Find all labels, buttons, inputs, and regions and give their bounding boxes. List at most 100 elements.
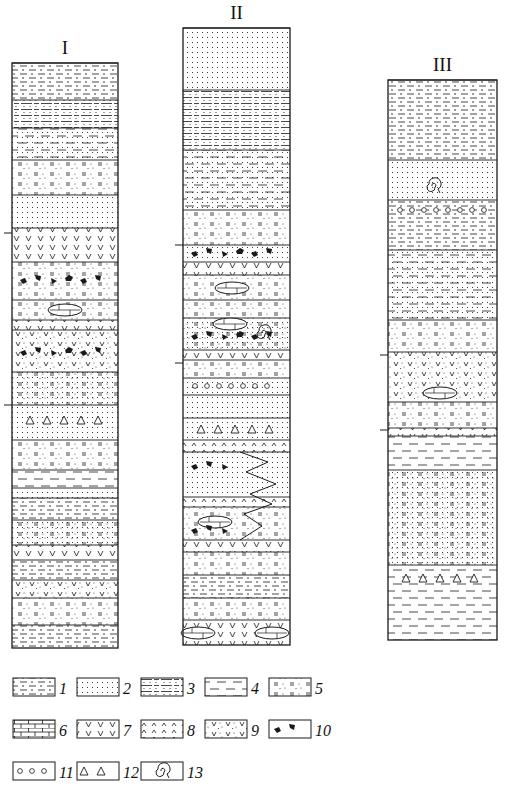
bed-boundary <box>388 402 497 403</box>
bed-boundary <box>12 320 118 321</box>
pebble-circle <box>253 384 258 389</box>
rock-fragment <box>274 727 281 733</box>
lithology-fill <box>388 352 497 402</box>
rock-fragment <box>35 275 41 281</box>
swatch-border <box>141 678 183 696</box>
concretion <box>255 627 289 639</box>
lithology-fill <box>12 228 118 262</box>
section-column: II <box>183 2 290 645</box>
bed-boundary <box>12 262 118 263</box>
rock-fragment <box>35 347 41 353</box>
swatch-pattern <box>205 678 247 696</box>
boundary-tick <box>175 363 183 364</box>
lithology-fill <box>183 418 290 440</box>
lithology-fill <box>183 90 290 150</box>
facies-contact <box>240 452 276 540</box>
pebble-circle <box>265 384 270 389</box>
bed-boundary <box>12 470 118 471</box>
lithology-fill <box>12 470 118 488</box>
lithology-fill <box>12 440 118 470</box>
rock-fragment <box>266 248 272 254</box>
swatch-ground <box>77 678 119 696</box>
lithology-fill <box>388 200 497 250</box>
rock-fragment <box>222 251 228 257</box>
legend-number: 7 <box>123 722 131 740</box>
legend-swatch <box>205 720 247 738</box>
swatch-border <box>77 678 119 696</box>
swatch-border <box>269 678 311 696</box>
lithology-fill <box>12 580 118 598</box>
lithology-fill <box>12 63 118 100</box>
lithology-fill <box>388 565 497 640</box>
lithology-fill <box>183 552 290 575</box>
legend-swatch <box>13 678 55 696</box>
rock-fragment <box>206 525 212 531</box>
rock-fragment <box>20 278 27 284</box>
lithology-fill <box>183 262 290 275</box>
legend-number: 11 <box>59 764 74 782</box>
concretion <box>181 627 215 639</box>
lithology-fill <box>388 436 497 470</box>
bed-boundary <box>388 160 497 161</box>
swatch-border <box>205 678 247 696</box>
bed-boundary <box>183 300 290 301</box>
pebble-circle <box>30 769 35 774</box>
bed-boundary <box>12 405 118 406</box>
bed-boundary <box>388 352 497 353</box>
legend-number: 6 <box>59 722 67 740</box>
bed-boundary <box>183 620 290 621</box>
rock-fragment <box>51 350 57 356</box>
swatch-pattern <box>269 678 311 696</box>
breccia-triangle <box>248 425 256 433</box>
section-column <box>4 63 118 648</box>
bed-boundary <box>183 507 290 508</box>
lithology-fill <box>12 498 118 520</box>
concretion <box>198 516 232 528</box>
lithology-fill <box>183 210 290 245</box>
lithology-fill <box>183 245 290 262</box>
rock-fragment <box>191 334 198 340</box>
rock-fragment <box>20 350 27 356</box>
bed-boundary <box>183 150 290 151</box>
lithology-fill <box>12 405 118 440</box>
lithology-fill <box>12 520 118 545</box>
swatch-border <box>269 720 311 738</box>
legend-number: 12 <box>123 764 139 782</box>
bed-boundary <box>183 275 290 276</box>
bed-boundary <box>12 440 118 441</box>
breccia-triangle <box>197 425 205 433</box>
lithology-fill <box>183 395 290 418</box>
lithology-fill <box>12 100 118 128</box>
bed-boundary <box>388 428 497 429</box>
rock-fragment <box>222 528 228 534</box>
boundary-tick <box>4 405 12 406</box>
legend-number: 1 <box>59 680 67 698</box>
rock-fragment <box>206 461 212 467</box>
rock-fragment <box>191 528 198 534</box>
bed-boundary <box>12 488 118 489</box>
breccia-triangle <box>43 416 51 424</box>
lithology-fill <box>388 250 497 320</box>
swatch-ground <box>13 678 55 696</box>
ammonite-fossil <box>257 325 271 340</box>
column-outline <box>12 63 118 648</box>
rock-fragment <box>51 278 57 284</box>
lithology-fill <box>388 250 497 320</box>
pebble-circle <box>470 208 475 213</box>
bed-boundary <box>183 395 290 396</box>
lithology-fill <box>388 320 497 352</box>
pebble-circle <box>398 208 403 213</box>
column-number: I <box>12 37 118 59</box>
breccia-triangle <box>60 416 68 424</box>
column-number: II <box>183 2 290 24</box>
bed-boundary <box>12 580 118 581</box>
swatch-border <box>77 720 119 738</box>
bed-boundary <box>12 545 118 546</box>
lithology-fill <box>12 520 118 545</box>
lithology-fill <box>12 160 118 195</box>
lithology-fill <box>12 372 118 405</box>
swatch-ground <box>269 720 311 738</box>
swatch-ground <box>141 720 183 738</box>
swatch-pattern <box>13 678 55 696</box>
